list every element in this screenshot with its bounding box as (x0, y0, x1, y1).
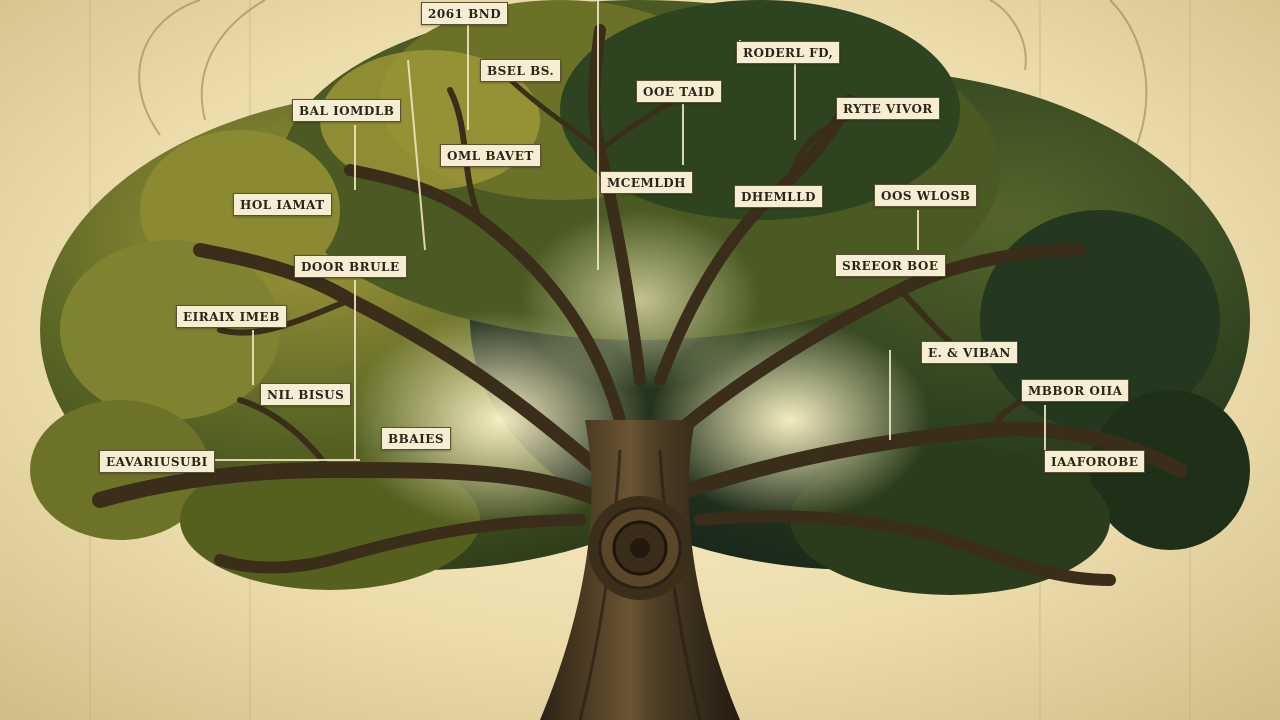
inner-glow (350, 210, 930, 530)
tree-label: MCEMLDH (600, 171, 693, 194)
tree-label: E. & VIBAN (921, 341, 1018, 364)
tree-label: BSEL BS. (480, 59, 562, 82)
tree-label: EAVARIUSUBI (99, 450, 215, 473)
tree-label: HOL IAMAT (233, 193, 332, 216)
tree-label: BBAIES (381, 427, 452, 450)
tree-label: SREEOR BOE (835, 254, 946, 277)
tree-label: OOS WLOSB (874, 184, 978, 207)
tree-label: EIRAIX IMEB (176, 305, 287, 328)
trunk-knot-emblem (588, 496, 692, 600)
tree-label: IAAFOROBE (1044, 450, 1146, 473)
tree-label: DHEMLLD (734, 185, 823, 208)
tree-label: NIL BISUS (260, 383, 352, 406)
tree-label: RYTE VIVOR (836, 97, 940, 120)
tree-label: OOE TAID (636, 80, 722, 103)
tree-label: BAL IOMDLB (292, 99, 402, 122)
tree-label: MBBOR OIIA (1021, 379, 1130, 402)
tree-label: 2061 BND (421, 2, 509, 25)
tree-label: OML BAVET (440, 144, 541, 167)
tree-label: DOOR BRULE (294, 255, 407, 278)
tree-label: RODERL FD, (736, 41, 841, 64)
